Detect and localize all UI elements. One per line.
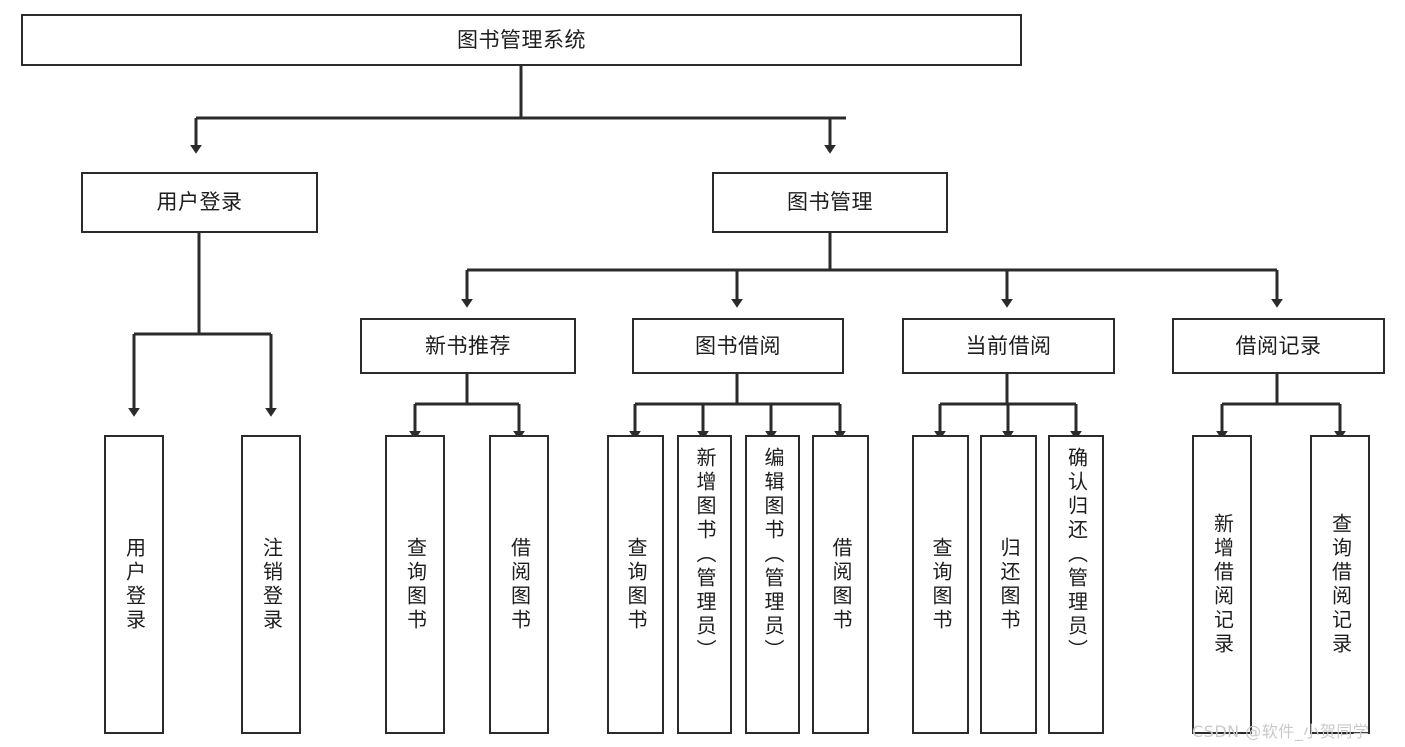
node-leaf-edit-book[interactable]: 编辑图书（管理员） xyxy=(745,435,800,734)
node-leaf-borrow-book-1-label: 借阅图书 xyxy=(507,536,532,633)
node-leaf-query-book-1[interactable]: 查询图书 xyxy=(385,435,445,734)
node-leaf-borrow-book-1[interactable]: 借阅图书 xyxy=(489,435,549,734)
csdn-watermark: CSDN @软件_小贺同学 xyxy=(1192,722,1370,741)
node-book-manage-label: 图书管理 xyxy=(787,190,873,215)
node-leaf-logout-label: 注销登录 xyxy=(259,536,284,633)
node-book-manage[interactable]: 图书管理 xyxy=(712,172,948,233)
node-leaf-query-book-3[interactable]: 查询图书 xyxy=(912,435,969,734)
node-user-login-label: 用户登录 xyxy=(156,190,243,215)
node-borrow-record-label: 借阅记录 xyxy=(1235,333,1322,358)
node-leaf-user-login[interactable]: 用户登录 xyxy=(104,435,164,734)
node-user-login[interactable]: 用户登录 xyxy=(81,172,318,233)
node-leaf-user-login-label: 用户登录 xyxy=(122,536,147,633)
node-borrow-record[interactable]: 借阅记录 xyxy=(1172,318,1385,374)
node-leaf-return-book[interactable]: 归还图书 xyxy=(980,435,1037,734)
node-leaf-query-record-label: 查询借阅记录 xyxy=(1328,512,1353,657)
node-leaf-confirm-return[interactable]: 确认归还（管理员） xyxy=(1048,435,1104,734)
node-current-borrow-label: 当前借阅 xyxy=(965,333,1052,358)
node-leaf-query-book-2[interactable]: 查询图书 xyxy=(607,435,664,734)
node-leaf-logout[interactable]: 注销登录 xyxy=(241,435,301,734)
node-leaf-add-record-label: 新增借阅记录 xyxy=(1210,512,1235,657)
node-leaf-confirm-return-label: 确认归还（管理员） xyxy=(1064,447,1089,663)
node-leaf-query-book-3-label: 查询图书 xyxy=(929,536,953,633)
node-leaf-add-record[interactable]: 新增借阅记录 xyxy=(1192,435,1252,734)
node-current-borrow[interactable]: 当前借阅 xyxy=(902,318,1115,374)
node-leaf-borrow-book-2-label: 借阅图书 xyxy=(829,536,853,633)
node-book-borrow-label: 图书借阅 xyxy=(695,333,781,358)
node-leaf-add-book[interactable]: 新增图书（管理员） xyxy=(677,435,732,734)
node-leaf-query-record[interactable]: 查询借阅记录 xyxy=(1310,435,1370,734)
node-new-book-rec[interactable]: 新书推荐 xyxy=(360,318,576,374)
node-new-book-rec-label: 新书推荐 xyxy=(425,333,511,358)
node-leaf-query-book-1-label: 查询图书 xyxy=(403,536,428,633)
node-leaf-return-book-label: 归还图书 xyxy=(997,536,1021,633)
node-leaf-query-book-2-label: 查询图书 xyxy=(624,536,648,633)
node-leaf-borrow-book-2[interactable]: 借阅图书 xyxy=(812,435,869,734)
node-book-borrow[interactable]: 图书借阅 xyxy=(632,318,844,374)
node-leaf-add-book-label: 新增图书（管理员） xyxy=(693,447,717,663)
node-leaf-edit-book-label: 编辑图书（管理员） xyxy=(761,447,785,663)
node-root[interactable]: 图书管理系统 xyxy=(21,14,1022,66)
node-root-label: 图书管理系统 xyxy=(457,27,586,52)
